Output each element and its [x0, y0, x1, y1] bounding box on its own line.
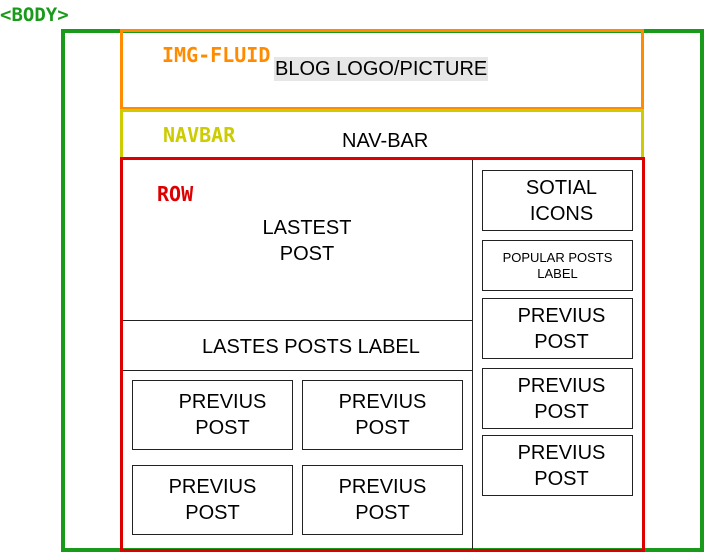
latest-posts-label: LASTES POSTS LABEL: [202, 336, 420, 358]
grid-post-card: PREVIUS POST: [132, 465, 293, 535]
sidebar-post-card: PREVIUS POST: [482, 298, 633, 359]
grid-post-card: PREVIUS POST: [302, 380, 463, 450]
column-divider: [472, 160, 473, 549]
latest-posts-label-divider: [123, 370, 472, 371]
img-fluid-label: IMG-FLUID: [162, 43, 271, 67]
row-label: ROW: [157, 182, 194, 206]
body-label: <BODY>: [0, 4, 69, 26]
popular-posts-label: POPULAR POSTS LABEL: [482, 240, 633, 291]
img-fluid-container: [120, 29, 644, 110]
nav-bar-text: NAV-BAR: [342, 130, 429, 152]
row-container: [120, 157, 645, 552]
sidebar-post-card: PREVIUS POST: [482, 368, 633, 429]
navbar-label: NAVBAR: [163, 123, 236, 147]
grid-post-card: PREVIUS POST: [132, 380, 293, 450]
grid-post-card: PREVIUS POST: [302, 465, 463, 535]
blog-logo-placeholder: BLOG LOGO/PICTURE: [274, 57, 489, 81]
latest-post: LASTEST POST: [262, 217, 352, 265]
sidebar-post-card: PREVIUS POST: [482, 435, 633, 496]
social-icons-box: SOTIAL ICONS: [482, 170, 633, 231]
latest-post-divider: [123, 320, 472, 321]
